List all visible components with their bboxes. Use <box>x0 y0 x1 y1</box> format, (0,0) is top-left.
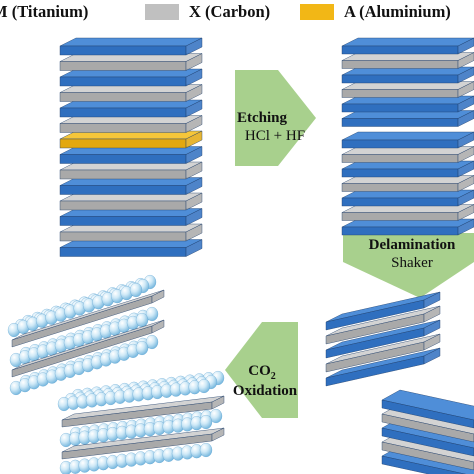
tio2-particles <box>57 370 225 412</box>
carbon-layer <box>61 395 225 428</box>
legend-swatch-aluminium <box>300 4 334 20</box>
legend-item-titanium: M (Titanium) <box>0 2 88 22</box>
delaminated-flake-upper <box>325 291 441 387</box>
titanium-layer <box>341 110 474 127</box>
titanium-layer <box>341 37 474 55</box>
titanium-layer <box>325 291 441 331</box>
titanium-layer <box>341 131 474 149</box>
legend: M (Titanium) X (Carbon) A (Aluminium) <box>0 0 474 28</box>
titanium-layer <box>59 99 203 118</box>
etched-stack-upper <box>341 37 474 127</box>
carbon-layer <box>341 204 474 221</box>
titanium-layer <box>59 239 203 257</box>
titanium-layer <box>59 146 203 164</box>
carbon-layer <box>341 175 474 192</box>
tio2-particles <box>59 442 213 474</box>
tio2-particles <box>59 408 223 448</box>
carbon-layer <box>11 289 165 348</box>
titanium-layer <box>59 208 203 226</box>
tio2-particle <box>209 408 223 424</box>
titanium-layer <box>341 189 474 207</box>
tio2-particle <box>145 334 159 350</box>
etching-detail: HCl + HF <box>245 128 305 144</box>
carbon-layer <box>59 115 203 133</box>
titanium-layer <box>341 66 474 84</box>
carbon-layer <box>341 81 474 98</box>
oxidation-title: CO2 <box>248 363 276 382</box>
tio2-particles <box>7 274 157 338</box>
carbon-layer <box>11 319 165 378</box>
tio2-particle <box>199 414 213 430</box>
legend-item-carbon: X (Carbon) <box>145 2 270 22</box>
carbon-layer <box>59 192 203 211</box>
tio2-particle <box>197 378 211 394</box>
oxidation-arrow: CO2 Oxidation <box>225 322 298 418</box>
delamination-detail: Shaker <box>391 255 433 271</box>
delaminated-flake-lower <box>381 389 474 474</box>
oxidized-flake-upper <box>7 274 165 396</box>
oxidation-title-sub: 2 <box>271 371 276 382</box>
carbon-layer <box>325 305 441 345</box>
carbon-layer <box>61 427 225 460</box>
etching-arrow: Etching HCl + HF <box>235 70 316 166</box>
carbon-layer <box>341 52 474 69</box>
delamination-arrow: Delamination Shaker <box>343 233 474 298</box>
titanium-layer <box>325 347 441 387</box>
etched-stack-lower <box>341 131 474 236</box>
titanium-layer <box>59 37 203 56</box>
titanium-layer <box>381 389 474 429</box>
tio2-particle <box>199 442 213 458</box>
titanium-layer <box>325 319 441 359</box>
carbon-layer <box>59 223 203 242</box>
legend-swatch-carbon <box>145 4 179 20</box>
titanium-layer <box>341 95 474 113</box>
tio2-particle <box>135 340 149 356</box>
titanium-layer <box>59 177 203 195</box>
carbon-layer <box>59 53 203 71</box>
tio2-particle <box>145 306 159 322</box>
oxidized-flake-lower <box>57 370 225 474</box>
carbon-layer <box>59 161 203 180</box>
legend-item-aluminium: A (Aluminium) <box>300 2 451 22</box>
delamination-title: Delamination <box>369 237 456 253</box>
tio2-particle <box>135 312 149 328</box>
carbon-layer <box>325 333 441 373</box>
tio2-particles <box>9 306 159 368</box>
tio2-particles <box>9 334 159 396</box>
aluminium-layer <box>59 130 203 149</box>
max-phase-stack <box>59 37 203 257</box>
oxidation-detail: Oxidation <box>233 383 298 399</box>
tio2-particle <box>129 282 143 298</box>
titanium-layer <box>341 218 474 236</box>
titanium-layer <box>341 160 474 178</box>
carbon-layer <box>59 84 203 102</box>
carbon-layer <box>341 146 474 163</box>
etching-title: Etching <box>237 110 288 126</box>
oxidation-title-main: CO <box>248 363 271 379</box>
legend-label-aluminium: A (Aluminium) <box>344 2 451 21</box>
legend-label-carbon: X (Carbon) <box>189 2 271 21</box>
titanium-layer <box>59 68 203 87</box>
legend-label-titanium: M (Titanium) <box>0 2 89 21</box>
